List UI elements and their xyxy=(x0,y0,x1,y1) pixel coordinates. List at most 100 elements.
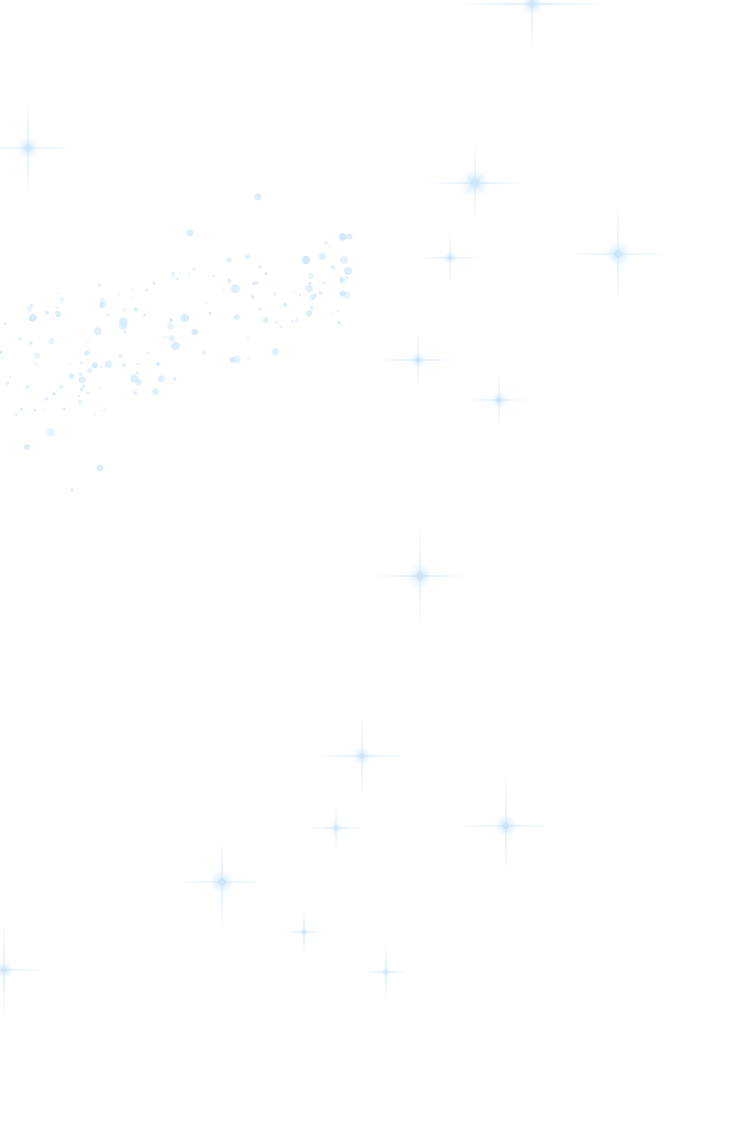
dust-particle xyxy=(121,323,125,327)
dust-particle xyxy=(78,376,86,384)
sparkle-star-icon xyxy=(282,906,326,958)
dust-particle xyxy=(8,375,12,379)
dust-particle xyxy=(84,350,90,356)
dust-particle xyxy=(324,241,329,245)
dust-particle xyxy=(62,407,66,411)
dust-particle xyxy=(79,387,84,392)
dust-particle xyxy=(330,265,334,269)
dust-particle xyxy=(192,267,196,271)
sparkle-star-icon xyxy=(469,372,529,428)
dust-particle xyxy=(133,307,138,312)
dust-particle xyxy=(78,372,83,377)
dust-particle xyxy=(52,392,56,396)
dust-particle xyxy=(168,335,175,342)
sparkle-star-icon xyxy=(425,143,525,223)
dust-particle xyxy=(136,363,139,366)
dust-particle xyxy=(254,193,262,201)
dust-particle xyxy=(103,408,106,411)
dust-particle xyxy=(145,288,149,292)
dust-particle xyxy=(310,305,314,310)
sparkle-stars xyxy=(0,0,666,1020)
dust-particle xyxy=(254,281,258,285)
dust-particle xyxy=(273,292,277,296)
dust-particle xyxy=(122,308,127,312)
dust-particle xyxy=(0,350,3,354)
dust-particle xyxy=(59,384,64,389)
dust-particle xyxy=(25,385,30,389)
dust-particle xyxy=(262,317,269,323)
dust-particle xyxy=(308,281,312,285)
dust-particle xyxy=(45,310,49,315)
dust-particle xyxy=(258,307,262,311)
dust-particle xyxy=(5,381,10,386)
dust-particle xyxy=(337,309,340,312)
dust-particle xyxy=(329,246,331,249)
dust-particle xyxy=(93,327,102,336)
dust-particle xyxy=(98,388,101,390)
dust-particle xyxy=(101,409,104,412)
dust-particle xyxy=(222,289,225,292)
dust-particle xyxy=(175,277,179,281)
sparkle-star-icon xyxy=(180,834,264,930)
dust-particle xyxy=(330,312,332,315)
dust-particle xyxy=(279,325,283,329)
sparkle-star-icon xyxy=(450,0,614,56)
dust-particle xyxy=(91,362,98,369)
dust-particle xyxy=(55,311,62,318)
dust-particle xyxy=(99,302,106,309)
dust-particle xyxy=(227,279,231,283)
dust-particle xyxy=(188,272,191,275)
dust-particle xyxy=(156,362,160,367)
sparkle-star-icon xyxy=(376,332,460,388)
dust-particle xyxy=(104,360,113,369)
dust-particle xyxy=(345,275,349,279)
dust-particle xyxy=(29,341,33,345)
dust-particle xyxy=(94,413,97,416)
dust-particle xyxy=(339,277,345,283)
dust-particle xyxy=(246,357,250,360)
dust-particle xyxy=(258,265,262,269)
dust-particle xyxy=(15,413,18,416)
dust-particle xyxy=(118,354,123,358)
dust-particle xyxy=(133,391,137,395)
dust-particle xyxy=(33,409,36,412)
dust-particle xyxy=(19,407,23,411)
dust-particle xyxy=(25,306,33,313)
dust-particle xyxy=(33,352,40,360)
dust-particle xyxy=(3,322,7,325)
dust-particle xyxy=(298,293,302,297)
dust-particle xyxy=(152,388,159,396)
dust-particle xyxy=(292,290,295,293)
dust-particle xyxy=(191,328,199,336)
dust-particle xyxy=(59,297,64,302)
dust-particle xyxy=(171,341,180,351)
dust-particle xyxy=(246,336,250,340)
dust-particle xyxy=(318,291,322,295)
dust-particle xyxy=(54,310,58,315)
dust-particle xyxy=(24,444,30,450)
dust-particle xyxy=(290,319,294,323)
dust-particle xyxy=(171,275,175,279)
dust-particle xyxy=(123,330,127,334)
dust-particle xyxy=(252,282,256,285)
dust-particle xyxy=(42,408,45,411)
dust-particle xyxy=(244,254,251,260)
dust-particle xyxy=(28,313,37,322)
dust-particle xyxy=(173,377,177,381)
dust-particle xyxy=(307,273,314,280)
dust-particle xyxy=(338,233,347,241)
dust-particle xyxy=(146,351,150,355)
dust-particle xyxy=(264,272,268,276)
dust-particle xyxy=(143,313,146,317)
dust-particle xyxy=(18,337,22,341)
dust-particle xyxy=(166,322,175,330)
dust-particle xyxy=(179,272,182,275)
dust-particle xyxy=(86,340,89,343)
dust-particle xyxy=(132,288,135,291)
dust-particle xyxy=(122,363,126,367)
dust-particle xyxy=(77,399,83,405)
dust-particle xyxy=(118,293,120,296)
dust-particle xyxy=(283,302,288,307)
dust-particle xyxy=(305,310,313,317)
